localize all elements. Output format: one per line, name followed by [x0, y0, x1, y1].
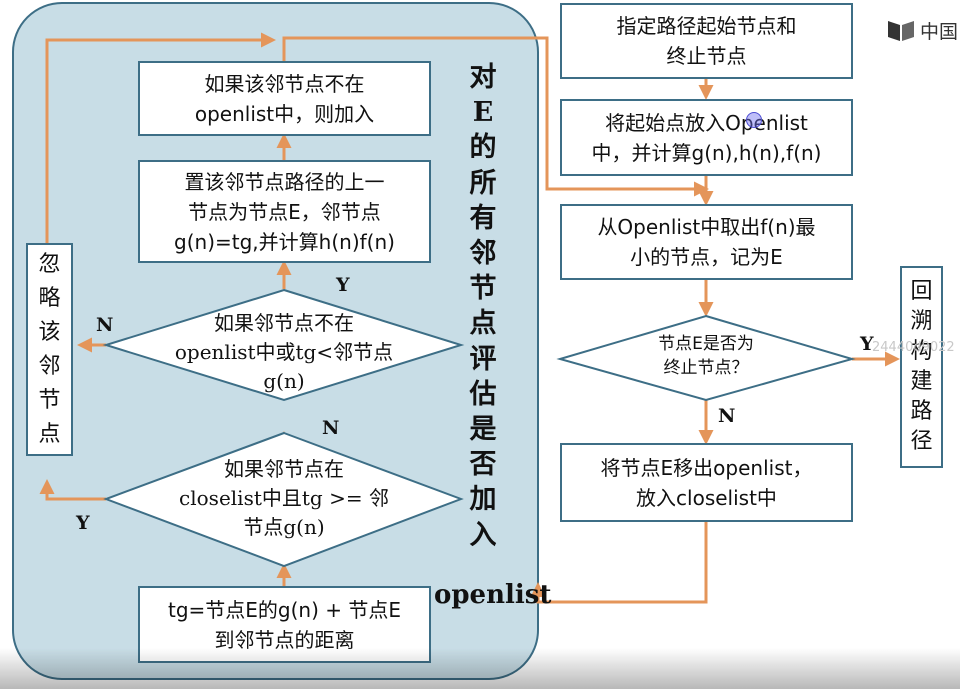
set-parent-box: 置该邻节点路径的上一 节点为节点E，邻节点 g(n)=tg,并计算h(n)f(n…	[138, 160, 431, 263]
set-parent-text: 置该邻节点路径的上一 节点为节点E，邻节点 g(n)=tg,并计算h(n)f(n…	[174, 169, 395, 254]
label-no-close: N	[322, 417, 340, 439]
arrow-closecheck-yes-to-ignore	[39, 479, 106, 501]
decision-end-diamond	[556, 314, 856, 402]
backtrack-text: 回溯构建路径	[910, 279, 933, 454]
panel-title: 对E的所有邻节点评估是否加入	[469, 62, 497, 551]
start-text: 指定路径起始节点和 终止节点	[616, 14, 797, 68]
pick-box: 从Openlist中取出f(n)最 小的节点，记为E	[560, 204, 853, 280]
backtrack-box: 回溯构建路径	[900, 266, 943, 468]
label-yes-close: Y	[76, 512, 90, 534]
decision-end-text: 节点E是否为 终止节点？	[658, 334, 754, 378]
watermark-text: 24440d9022	[872, 340, 955, 355]
add-open-box: 如果该邻节点不在 openlist中，则加入	[138, 61, 431, 136]
openlist-check-text: 如果邻节点不在 openlist中或tg<邻节点 g(n)	[174, 311, 394, 393]
init-box: 将起始点放入Openlist 中，并计算g(n),h(n),f(n)	[560, 99, 853, 176]
label-yes-open: Y	[336, 274, 350, 296]
closelist-check-text: 如果邻节点在 closelist中且tg >= 邻 节点g(n)	[179, 457, 389, 539]
decision-closelist-diamond	[103, 431, 464, 568]
arrow-move-to-tg	[530, 522, 708, 604]
tg-box: tg=节点E的g(n) + 节点E 到邻节点的距离	[138, 586, 431, 663]
move-text: 将节点E移出openlist， 放入closelist中	[600, 455, 813, 510]
move-box: 将节点E移出openlist， 放入closelist中	[560, 443, 853, 522]
label-no-end: N	[718, 405, 736, 427]
arrow-addopen-to-pick	[282, 36, 709, 197]
start-box: 指定路径起始节点和 终止节点	[560, 3, 853, 79]
video-bottom-shade	[0, 648, 960, 689]
tg-text: tg=节点E的g(n) + 节点E 到邻节点的距离	[167, 597, 402, 652]
arrow-ignore-to-top	[45, 32, 276, 243]
logo-text: 中国	[920, 20, 959, 43]
init-text: 将起始点放入Openlist 中，并计算g(n),h(n),f(n)	[591, 110, 822, 165]
ignore-box: 忽略该邻节点	[26, 243, 73, 456]
pick-text: 从Openlist中取出f(n)最 小的节点，记为E	[597, 215, 816, 269]
book-logo-icon	[888, 21, 914, 41]
brand-logo: 中国	[886, 16, 960, 44]
ignore-text: 忽略该邻节点	[38, 251, 61, 447]
decision-openlist-diamond	[102, 288, 465, 402]
mouse-cursor	[746, 112, 762, 128]
label-no-open: N	[96, 314, 114, 336]
label-yes-end: Y	[860, 333, 874, 355]
panel-title-word: openlist	[434, 580, 552, 610]
add-open-text: 如果该邻节点不在 openlist中，则加入	[194, 71, 375, 126]
